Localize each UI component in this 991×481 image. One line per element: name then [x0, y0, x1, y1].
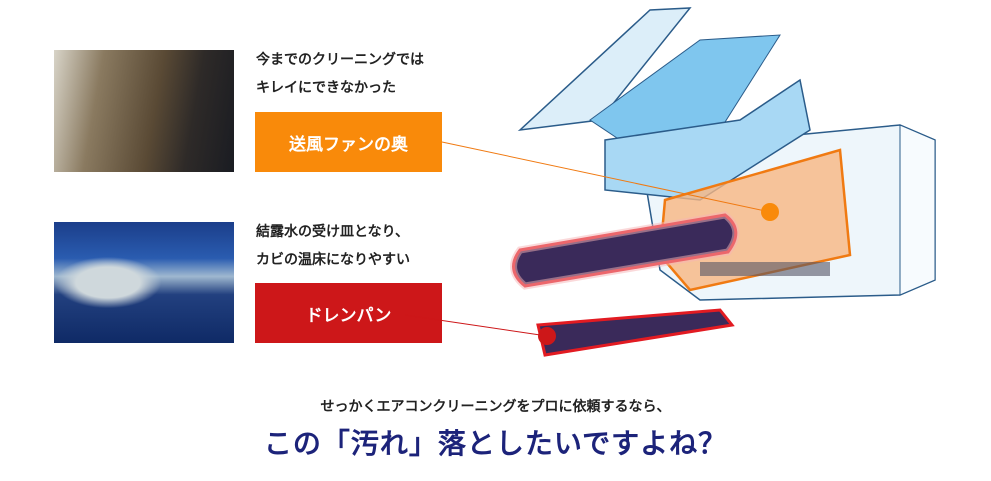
fan-description-line1: 今までのクリーニングでは: [256, 52, 424, 68]
fan-description: 今までのクリーニングでは キレイにできなかった: [256, 46, 424, 102]
blower-fan: [510, 211, 740, 290]
drain-description: 結露水の受け皿となり、 カビの温床になりやすい: [256, 218, 410, 274]
drain-pan-label: ドレンパン: [255, 283, 442, 343]
drain-description-line2: カビの温床になりやすい: [256, 252, 410, 268]
fan-interior-photo: [54, 50, 234, 172]
drain-pan-photo: [54, 222, 234, 343]
fan-label: 送風ファンの奥: [255, 112, 442, 172]
subtitle: せっかくエアコンクリーニングをプロに依頼するなら、: [320, 399, 671, 415]
drain-description-line1: 結露水の受け皿となり、: [256, 224, 410, 240]
headline: この「汚れ」落としたいですよね？: [263, 427, 728, 460]
drain-leader-line: [404, 314, 548, 337]
drain-pan: [536, 308, 735, 357]
fan-marker: [761, 203, 779, 221]
fan-leader-line: [441, 141, 771, 213]
filter-cover: [517, 7, 811, 201]
drain-marker: [538, 327, 556, 345]
fan-description-line2: キレイにできなかった: [256, 80, 396, 96]
